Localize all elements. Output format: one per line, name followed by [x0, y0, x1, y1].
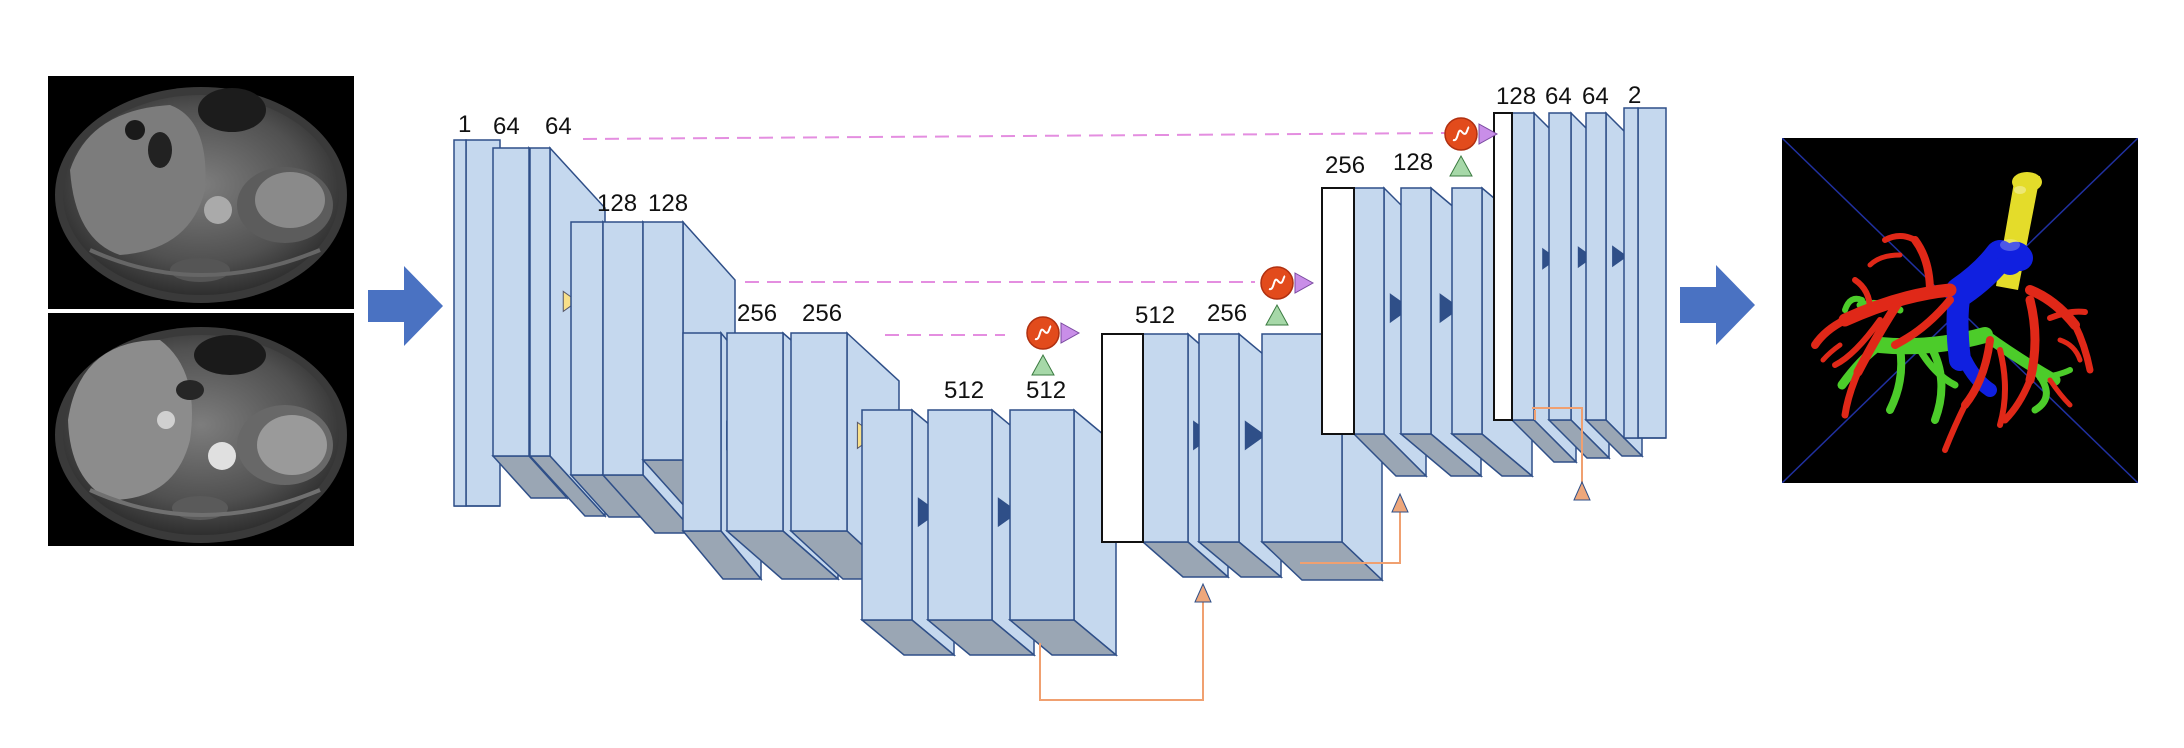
upsample-triangle-1 — [1194, 582, 1212, 603]
block-d2a-front-face — [1353, 187, 1385, 435]
block-e4a-front-face — [861, 409, 913, 621]
channel-label-e3a: 256 — [737, 300, 777, 327]
skip-connections — [582, 132, 1451, 336]
block-input-front-face — [453, 139, 467, 507]
channel-label-in1: 1 — [458, 111, 471, 138]
concat-box-3 — [1493, 112, 1513, 421]
attention-gate-2 — [1260, 266, 1315, 326]
block-input — [453, 139, 501, 507]
sigmoid-circle-icon — [1026, 316, 1060, 350]
channel-label-d1b: 256 — [1207, 300, 1247, 327]
channel-label-e1a: 64 — [493, 113, 520, 140]
output-flow-arrow — [1680, 265, 1755, 345]
upsample-line-2 — [1300, 504, 1401, 564]
concat-box-1 — [1101, 333, 1144, 543]
block-e4c-front-face — [1009, 409, 1075, 621]
block-out-side-face — [1637, 107, 1667, 439]
block-out-front-face — [1623, 107, 1639, 439]
channel-label-e2b: 128 — [648, 190, 688, 217]
channel-label-d2b: 128 — [1393, 149, 1433, 176]
upsample-markers — [1194, 480, 1591, 603]
block-e1a-front-face — [492, 147, 530, 457]
block-d3a-front-face — [1511, 112, 1535, 421]
block-d1b — [1196, 332, 1284, 579]
block-out — [1623, 107, 1667, 439]
sigmoid-circle-icon — [1444, 117, 1478, 151]
block-d3c-conv-marker-icon — [1612, 245, 1628, 268]
gate-input-triangle-icon — [1265, 303, 1289, 326]
upsample-triangle-3 — [1573, 480, 1591, 501]
sigmoid-curve-icon — [1034, 325, 1052, 341]
block-e4c — [1007, 408, 1119, 657]
block-e3a-front-face — [682, 332, 722, 532]
sigmoid-curve-icon — [1452, 126, 1470, 142]
sigmoid-circle-icon — [1260, 266, 1294, 300]
block-e2b-front-face — [602, 221, 644, 476]
block-d3b-front-face — [1548, 112, 1572, 421]
block-e4b-front-face — [927, 409, 993, 621]
channel-label-d3b: 64 — [1545, 83, 1572, 110]
upsample-line-3 — [1532, 407, 1583, 484]
block-e2a-front-face — [570, 221, 604, 476]
channel-labels: 1 64 64 128 128 256 256 512 512 512 256 … — [458, 82, 1641, 404]
output-segmentation-render — [1782, 138, 2138, 483]
block-d1b-front-face — [1198, 333, 1240, 543]
channel-label-out: 2 — [1628, 82, 1641, 109]
skip-connection-1 — [582, 132, 1451, 140]
gate-output-triangle-icon — [1478, 123, 1499, 145]
block-e3c-front-face — [790, 332, 848, 532]
input-flow-arrow — [368, 266, 443, 346]
channel-label-e2a: 128 — [597, 190, 637, 217]
block-e1b-front-face — [529, 147, 551, 457]
channel-label-d2a: 256 — [1325, 152, 1365, 179]
block-d2c-front-face — [1451, 187, 1483, 435]
upsample-connections — [1039, 407, 1583, 701]
concat-boxes — [1101, 112, 1513, 543]
channel-label-e1b: 64 — [545, 113, 572, 140]
block-d2b-conv-marker-icon — [1439, 293, 1461, 324]
channel-label-d3c: 64 — [1582, 83, 1609, 110]
channel-label-e4b: 512 — [1026, 377, 1066, 404]
channel-label-e4a: 512 — [944, 377, 984, 404]
block-d1b-conv-marker-icon — [1244, 420, 1266, 451]
upsample-line-1 — [1039, 588, 1204, 701]
block-e2c-front-face — [642, 221, 684, 461]
gate-input-triangle-icon — [1449, 154, 1473, 177]
channel-label-d3a: 128 — [1496, 83, 1536, 110]
block-e4b-conv-marker-icon — [997, 497, 1019, 528]
network-layers — [453, 107, 1667, 657]
channel-label-d1a: 512 — [1135, 302, 1175, 329]
block-d3c-front-face — [1585, 112, 1607, 421]
block-e3b-front-face — [726, 332, 784, 532]
attention-gate-1 — [1026, 316, 1081, 376]
gate-input-triangle-icon — [1031, 353, 1055, 376]
gate-output-triangle-icon — [1060, 322, 1081, 344]
attention-gates — [1026, 117, 1499, 376]
channel-label-e3b: 256 — [802, 300, 842, 327]
concat-box-2 — [1321, 187, 1355, 435]
input-mri-slices — [48, 76, 354, 546]
block-d1a-front-face — [1142, 333, 1189, 543]
block-d2a-conv-marker-icon — [1389, 293, 1411, 324]
upsample-triangle-2 — [1391, 492, 1409, 513]
attention-gate-3 — [1444, 117, 1499, 177]
sigmoid-curve-icon — [1268, 275, 1286, 291]
block-d2b-front-face — [1400, 187, 1432, 435]
gate-output-triangle-icon — [1294, 272, 1315, 294]
